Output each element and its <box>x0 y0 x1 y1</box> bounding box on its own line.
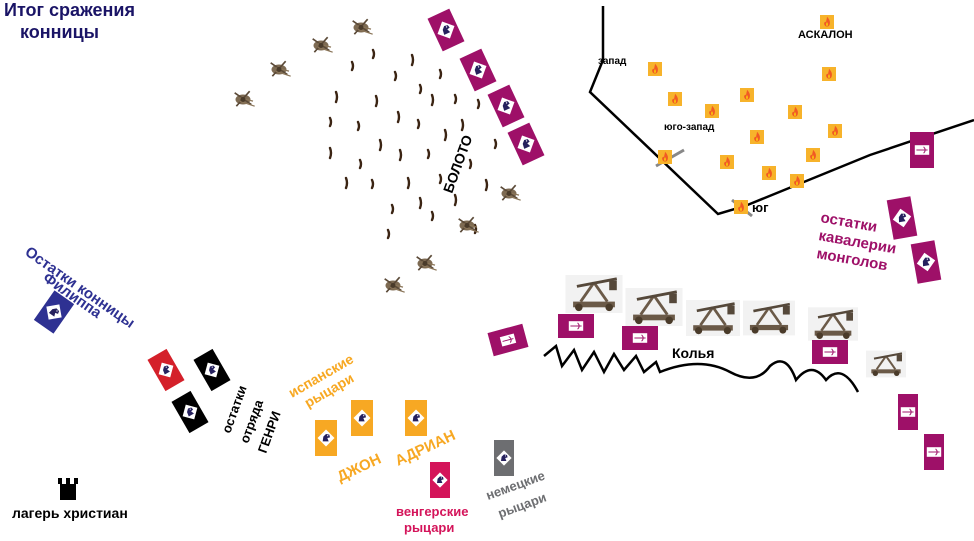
fire-icon <box>822 67 836 81</box>
city-fires <box>648 15 842 214</box>
trebuchet-icon <box>808 307 858 340</box>
fire-icon <box>750 130 764 144</box>
hungarian-label-line1: венгерские <box>396 504 468 519</box>
trebuchets <box>566 275 907 377</box>
mongol-knights-swamp <box>428 9 545 166</box>
hungarian-label-line2: рыцари <box>404 520 454 535</box>
catapult-icon <box>385 277 405 292</box>
archer-unit-icon <box>569 321 583 331</box>
fire-icon <box>668 92 682 106</box>
fire-icon <box>790 174 804 188</box>
trebuchet-icon <box>743 301 795 336</box>
gate-southwest-label: юго-запад <box>664 122 715 133</box>
archer-unit-icon <box>927 447 941 457</box>
fire-icon <box>734 200 748 214</box>
fire-icon <box>648 62 662 76</box>
stakes-label: Колья <box>672 345 714 361</box>
map-title-line1: Итог сражения <box>4 0 135 20</box>
fire-icon <box>828 124 842 138</box>
archer-unit-icon <box>901 407 915 417</box>
camp-label: лагерь христиан <box>12 505 128 521</box>
catapult-icon <box>271 61 291 76</box>
catapult-icon <box>417 255 437 270</box>
fire-icon <box>740 88 754 102</box>
castle-icon <box>58 478 78 500</box>
fire-icon <box>788 105 802 119</box>
fire-icon <box>820 15 834 29</box>
archer-unit-icon <box>823 347 837 357</box>
john-label: ДЖОН <box>335 451 384 486</box>
fire-icon <box>720 155 734 169</box>
catapult-icon <box>235 91 255 106</box>
german-knight-unit <box>494 440 514 476</box>
fire-icon <box>762 166 776 180</box>
gate-south-label: юг <box>752 200 769 215</box>
trebuchet-icon <box>566 275 623 313</box>
ascalon-walls <box>590 6 974 216</box>
hungarian-knight-unit <box>430 462 450 498</box>
map-title-line2: конницы <box>20 22 99 42</box>
trebuchet-icon <box>686 300 740 336</box>
mongol-cavalry-units <box>887 132 944 470</box>
trebuchet-icon <box>866 351 906 378</box>
catapult-icon <box>353 19 373 34</box>
fire-icon <box>658 150 672 164</box>
fire-icon <box>705 104 719 118</box>
fire-icon <box>806 148 820 162</box>
henry-units <box>147 349 230 433</box>
archer-unit-icon <box>915 145 929 155</box>
trebuchet-icon <box>626 288 683 326</box>
archer-unit-icon <box>633 333 647 343</box>
gate-west-label: запад <box>598 56 627 67</box>
catapult-icon <box>501 185 521 200</box>
catapult-icon <box>313 37 333 52</box>
ascalon-label: АСКАЛОН <box>798 29 853 41</box>
